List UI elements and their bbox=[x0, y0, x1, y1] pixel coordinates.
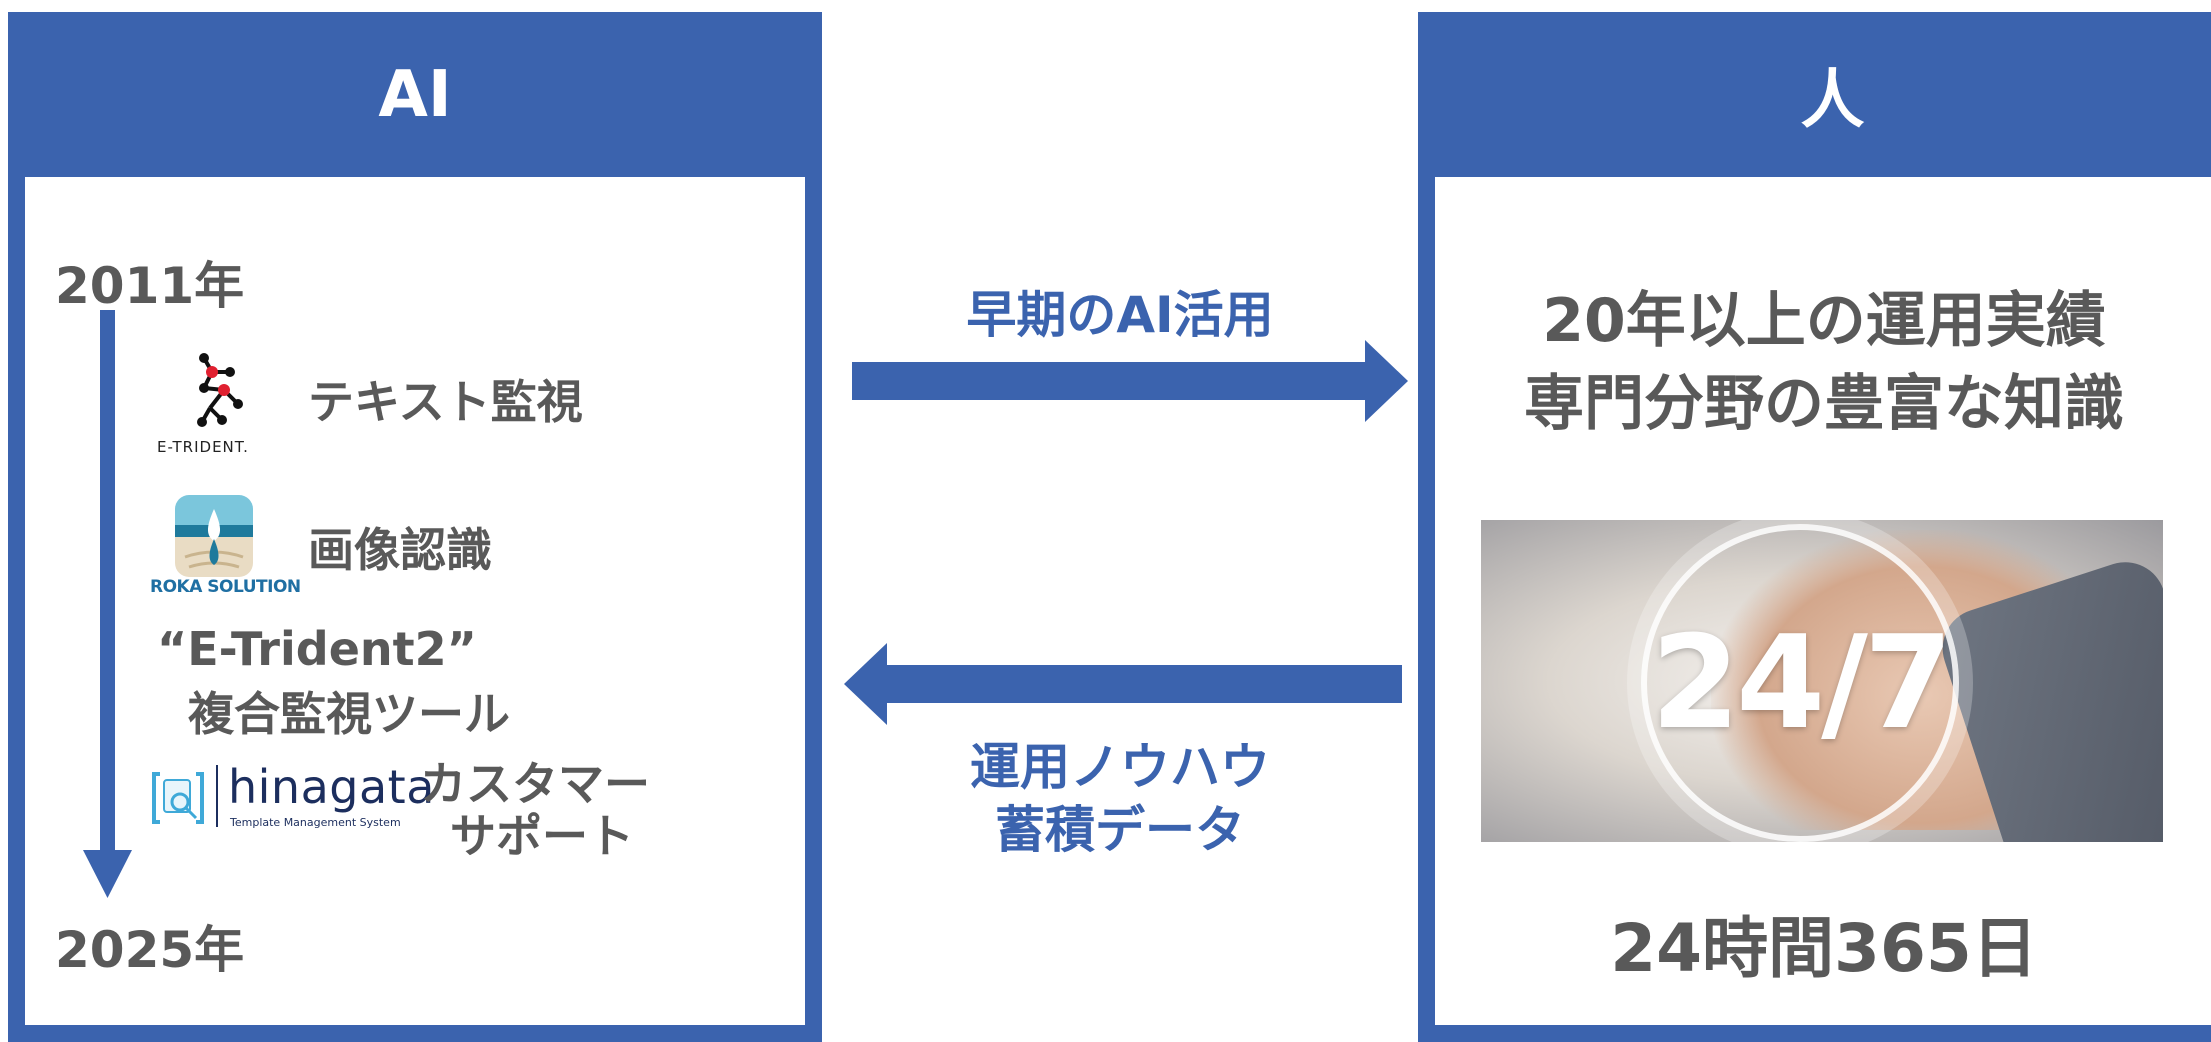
24-hours-365-days-text: 24時間365日 bbox=[1610, 910, 2038, 987]
forward-arrow bbox=[852, 340, 1408, 422]
accumulated-data-label: 蓄積データ bbox=[995, 801, 1245, 859]
image-recognition-label: 画像認識 bbox=[308, 523, 492, 577]
text-monitoring-label: テキスト監視 bbox=[308, 375, 583, 429]
e-trident-logo-icon bbox=[197, 353, 243, 427]
forward-arrow-label: 早期のAI活用 bbox=[966, 286, 1274, 344]
ai-panel-title: AI bbox=[378, 57, 452, 132]
hinagata-logo-name: hinagata bbox=[228, 760, 435, 814]
know-how-label: 運用ノウハウ bbox=[970, 738, 1270, 796]
operation-record-text: 20年以上の運用実績 bbox=[1542, 286, 2106, 356]
photo-24-7-badge: 24/7 bbox=[1651, 608, 1953, 758]
roka-solution-logo-icon bbox=[175, 495, 253, 577]
multi-monitoring-tool-label: 複合監視ツール bbox=[188, 687, 510, 741]
roka-solution-logo-text: ROKA SOLUTION bbox=[150, 577, 301, 597]
backward-arrow bbox=[844, 643, 1402, 725]
hinagata-logo-icon bbox=[152, 772, 204, 824]
human-panel-header: 人 bbox=[1418, 12, 2211, 177]
e-trident-logo-text: E-TRIDENT. bbox=[157, 438, 249, 456]
hinagata-divider bbox=[216, 765, 218, 827]
start-year: 2011年 bbox=[55, 257, 245, 315]
ai-panel: AI bbox=[8, 12, 822, 1042]
hinagata-logo-tagline: Template Management System bbox=[230, 816, 401, 829]
e-trident2-name: “E-Trident2” bbox=[157, 622, 477, 676]
timeline-arrow bbox=[83, 310, 132, 898]
expert-knowledge-text: 専門分野の豊富な知識 bbox=[1524, 369, 2124, 439]
end-year: 2025年 bbox=[55, 921, 245, 979]
24-7-hand-photo: 24/7 bbox=[1481, 520, 2163, 842]
ai-panel-header: AI bbox=[8, 12, 822, 177]
photo-ring bbox=[1641, 524, 1959, 842]
customer-label: カスタマー bbox=[420, 757, 650, 811]
support-label: サポート bbox=[450, 809, 634, 863]
human-panel-title: 人 bbox=[1800, 63, 1865, 138]
